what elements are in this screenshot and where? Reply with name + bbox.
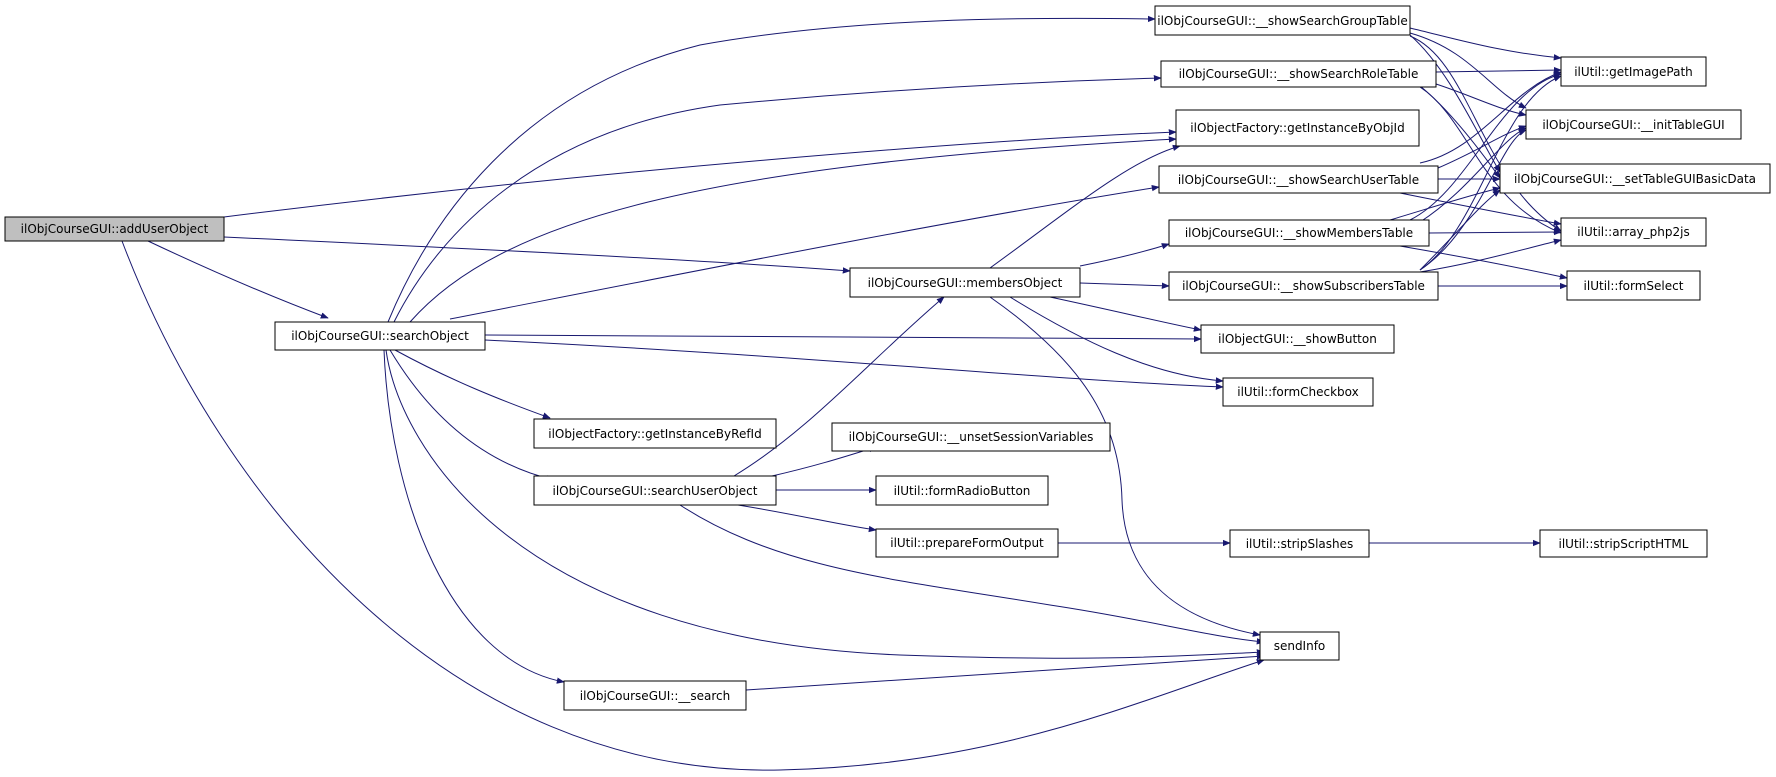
edge-addUserObject-membersObject (223, 236, 851, 274)
node-label: ilObjectFactory::getInstanceByObjId (1190, 121, 1404, 135)
edge-searchUserObject-membersObject (733, 296, 945, 477)
node-prepareFormOutput[interactable]: ilUtil::prepareFormOutput (875, 528, 1059, 558)
node-label: ilObjCourseGUI::__unsetSessionVariables (849, 430, 1094, 444)
node-array_php2js[interactable]: ilUtil::array_php2js (1560, 217, 1707, 247)
node-label: ilObjCourseGUI::__showSearchUserTable (1178, 173, 1419, 187)
node-initTableGUI[interactable]: ilObjCourseGUI::__initTableGUI (1525, 109, 1742, 140)
edge-searchUserObject-prepareFormOutput (737, 504, 877, 533)
node-showSubscribersTable[interactable]: ilObjCourseGUI::__showSubscribersTable (1168, 271, 1439, 301)
edge-addUserObject-getInstanceByObjId (223, 129, 1177, 218)
node-setTableGUIBasicData[interactable]: ilObjCourseGUI::__setTableGUIBasicData (1499, 163, 1771, 194)
node-label: ilObjCourseGUI::__search (580, 689, 731, 703)
node-unsetSessionVariables[interactable]: ilObjCourseGUI::__unsetSessionVariables (831, 422, 1111, 452)
node-label: ilUtil::formSelect (1584, 279, 1684, 293)
node-addUserObject[interactable]: ilObjCourseGUI::addUserObject (4, 216, 225, 242)
node-label: ilObjCourseGUI::addUserObject (21, 222, 209, 236)
edge-searchObject-showButton (484, 334, 1202, 343)
edges (121, 15, 1568, 771)
edge-searchUserObject-sendInfo (679, 504, 1265, 645)
edge-searchObject-showSearchRoleTable (393, 75, 1162, 323)
edge-membersObject-showMembersTable (1079, 243, 1170, 267)
node-formSelect[interactable]: ilUtil::formSelect (1566, 270, 1701, 301)
edge-searchObject-sendInfo (385, 349, 1265, 659)
node-label: ilObjectGUI::__showButton (1218, 332, 1377, 346)
node-sendInfo[interactable]: sendInfo (1259, 631, 1340, 661)
edge-searchObject-showSearchGroupTable (387, 15, 1156, 323)
node-label: ilUtil::formRadioButton (894, 484, 1031, 498)
node-label: ilObjCourseGUI::searchUserObject (553, 484, 758, 498)
edge-searchObject-getInstanceByObjId (409, 136, 1177, 323)
node-showSearchRoleTable[interactable]: ilObjCourseGUI::__showSearchRoleTable (1160, 60, 1437, 88)
edge-showSubscribersTable-setTableGUIBasicData (1419, 189, 1501, 271)
nodes: ilObjCourseGUI::addUserObject ilObjCours… (4, 5, 1771, 711)
edge-searchObject-formCheckbox (484, 339, 1224, 390)
node-label: ilObjCourseGUI::__showMembersTable (1185, 226, 1413, 240)
node-stripScriptHTML[interactable]: ilUtil::stripScriptHTML (1539, 529, 1708, 558)
edge-searchObject-showSearchUserTable (449, 184, 1160, 320)
node-showMembersTable[interactable]: ilObjCourseGUI::__showMembersTable (1168, 219, 1430, 247)
node-search[interactable]: ilObjCourseGUI::__search (563, 680, 747, 711)
edge-showMembersTable-formSelect (1399, 245, 1568, 280)
node-searchUserObject[interactable]: ilObjCourseGUI::searchUserObject (533, 475, 777, 506)
node-showSearchUserTable[interactable]: ilObjCourseGUI::__showSearchUserTable (1158, 165, 1439, 194)
node-label: ilObjCourseGUI::membersObject (868, 276, 1063, 290)
edge-showSearchRoleTable-initTableGUI (1435, 83, 1527, 117)
node-label: ilObjCourseGUI::__showSearchRoleTable (1179, 67, 1419, 81)
edge-showMembersTable-initTableGUI (1419, 127, 1527, 223)
edge-showSearchUserTable-array_php2js (1399, 192, 1562, 226)
edge-searchObject-search (383, 349, 565, 684)
node-label: ilObjCourseGUI::__showSearchGroupTable (1157, 14, 1407, 28)
node-stripSlashes[interactable]: ilUtil::stripSlashes (1229, 529, 1370, 558)
edge-membersObject-sendInfo (989, 296, 1261, 637)
edge-showSearchGroupTable-setTableGUIBasicData (1409, 34, 1501, 173)
edge-showSearchRoleTable-getImagePath (1435, 66, 1562, 74)
node-label: sendInfo (1274, 639, 1326, 653)
node-formRadioButton[interactable]: ilUtil::formRadioButton (875, 475, 1049, 506)
edge-showMembersTable-array_php2js (1428, 228, 1562, 236)
edge-membersObject-formCheckbox (1009, 296, 1224, 384)
node-label: ilUtil::stripSlashes (1246, 537, 1354, 551)
edge-showSubscribersTable-getImagePath (1419, 75, 1562, 271)
node-label: ilObjCourseGUI::__showSubscribersTable (1182, 279, 1425, 293)
node-label: ilUtil::getImagePath (1574, 65, 1693, 79)
node-searchObject[interactable]: ilObjCourseGUI::searchObject (274, 321, 486, 351)
node-getInstanceByObjId[interactable]: ilObjectFactory::getInstanceByObjId (1175, 109, 1420, 147)
node-label: ilUtil::prepareFormOutput (890, 536, 1044, 550)
edge-membersObject-getInstanceByObjId (989, 144, 1181, 269)
edge-membersObject-showButton (1049, 296, 1202, 332)
edge-addUserObject-sendInfo (121, 240, 1265, 771)
node-formCheckbox[interactable]: ilUtil::formCheckbox (1222, 377, 1374, 407)
node-label: ilUtil::array_php2js (1577, 225, 1689, 239)
edge-searchObject-searchUserObject (389, 349, 555, 482)
edge-showSearchUserTable-getImagePath (1419, 71, 1562, 164)
edge-searchObject-getInstanceByRefId (394, 349, 551, 419)
edge-showMembersTable-setTableGUIBasicData (1389, 186, 1501, 221)
edge-search-sendInfo (745, 653, 1265, 691)
node-label: ilObjectFactory::getInstanceByRefId (548, 427, 761, 441)
edge-showSearchGroupTable-getImagePath (1409, 27, 1562, 61)
node-showSearchGroupTable[interactable]: ilObjCourseGUI::__showSearchGroupTable (1154, 5, 1411, 36)
edge-showSubscribersTable-initTableGUI (1419, 129, 1527, 271)
edge-showSearchGroupTable-array_php2js (1409, 35, 1562, 232)
node-label: ilObjCourseGUI::__setTableGUIBasicData (1514, 172, 1756, 186)
node-label: ilObjCourseGUI::__initTableGUI (1542, 118, 1724, 132)
node-label: ilObjCourseGUI::searchObject (291, 329, 469, 343)
node-label: ilUtil::formCheckbox (1237, 385, 1359, 399)
node-label: ilUtil::stripScriptHTML (1559, 537, 1689, 551)
edge-showSearchGroupTable-initTableGUI (1409, 32, 1527, 109)
edge-membersObject-showSubscribersTable (1079, 282, 1170, 289)
edge-showSubscribersTable-array_php2js (1419, 238, 1562, 273)
node-showButton[interactable]: ilObjectGUI::__showButton (1200, 324, 1395, 354)
node-getImagePath[interactable]: ilUtil::getImagePath (1560, 56, 1707, 87)
node-membersObject[interactable]: ilObjCourseGUI::membersObject (849, 267, 1081, 298)
node-getInstanceByRefId[interactable]: ilObjectFactory::getInstanceByRefId (533, 418, 777, 449)
edge-showMembersTable-getImagePath (1409, 72, 1562, 221)
edge-addUserObject-searchObject (147, 240, 329, 319)
